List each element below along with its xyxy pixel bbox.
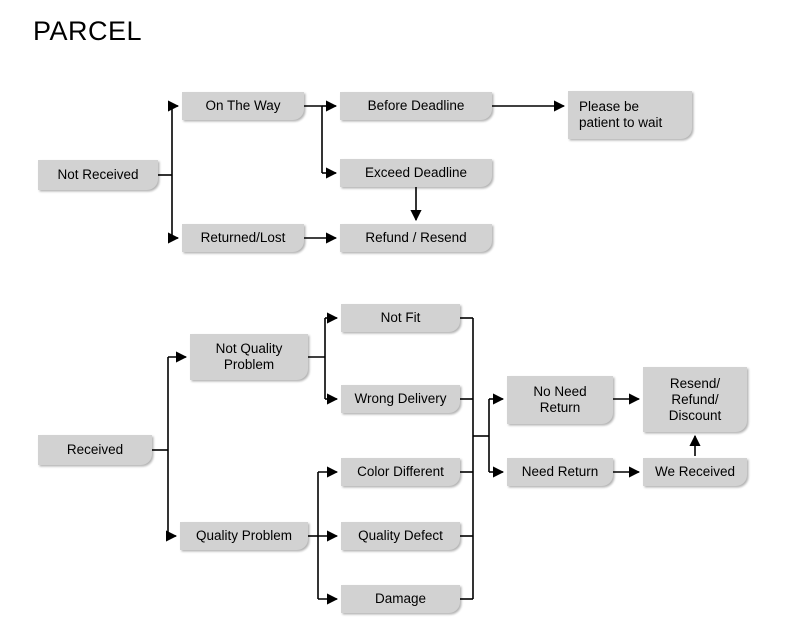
node-not-quality-problem[interactable]: Not Quality Problem <box>190 334 308 380</box>
node-we-received[interactable]: We Received <box>643 458 747 486</box>
node-not-received[interactable]: Not Received <box>38 160 158 190</box>
node-refund-resend[interactable]: Refund / Resend <box>340 224 492 252</box>
node-resend-refund-discount[interactable]: Resend/ Refund/ Discount <box>643 367 747 432</box>
node-not-fit[interactable]: Not Fit <box>341 304 460 332</box>
node-quality-defect[interactable]: Quality Defect <box>341 522 460 550</box>
node-on-the-way[interactable]: On The Way <box>182 92 304 120</box>
node-need-return[interactable]: Need Return <box>507 458 613 486</box>
node-quality-problem[interactable]: Quality Problem <box>180 522 308 550</box>
node-received[interactable]: Received <box>38 435 152 465</box>
node-please-be-patient[interactable]: Please be patient to wait <box>568 91 692 139</box>
node-exceed-deadline[interactable]: Exceed Deadline <box>340 159 492 187</box>
node-no-need-return[interactable]: No Need Return <box>507 376 613 424</box>
page-title: PARCEL <box>33 16 143 46</box>
node-returned-lost[interactable]: Returned/Lost <box>182 224 304 252</box>
node-damage[interactable]: Damage <box>341 585 460 613</box>
node-before-deadline[interactable]: Before Deadline <box>340 92 492 120</box>
node-wrong-delivery[interactable]: Wrong Delivery <box>341 385 460 413</box>
node-color-different[interactable]: Color Different <box>341 458 460 486</box>
